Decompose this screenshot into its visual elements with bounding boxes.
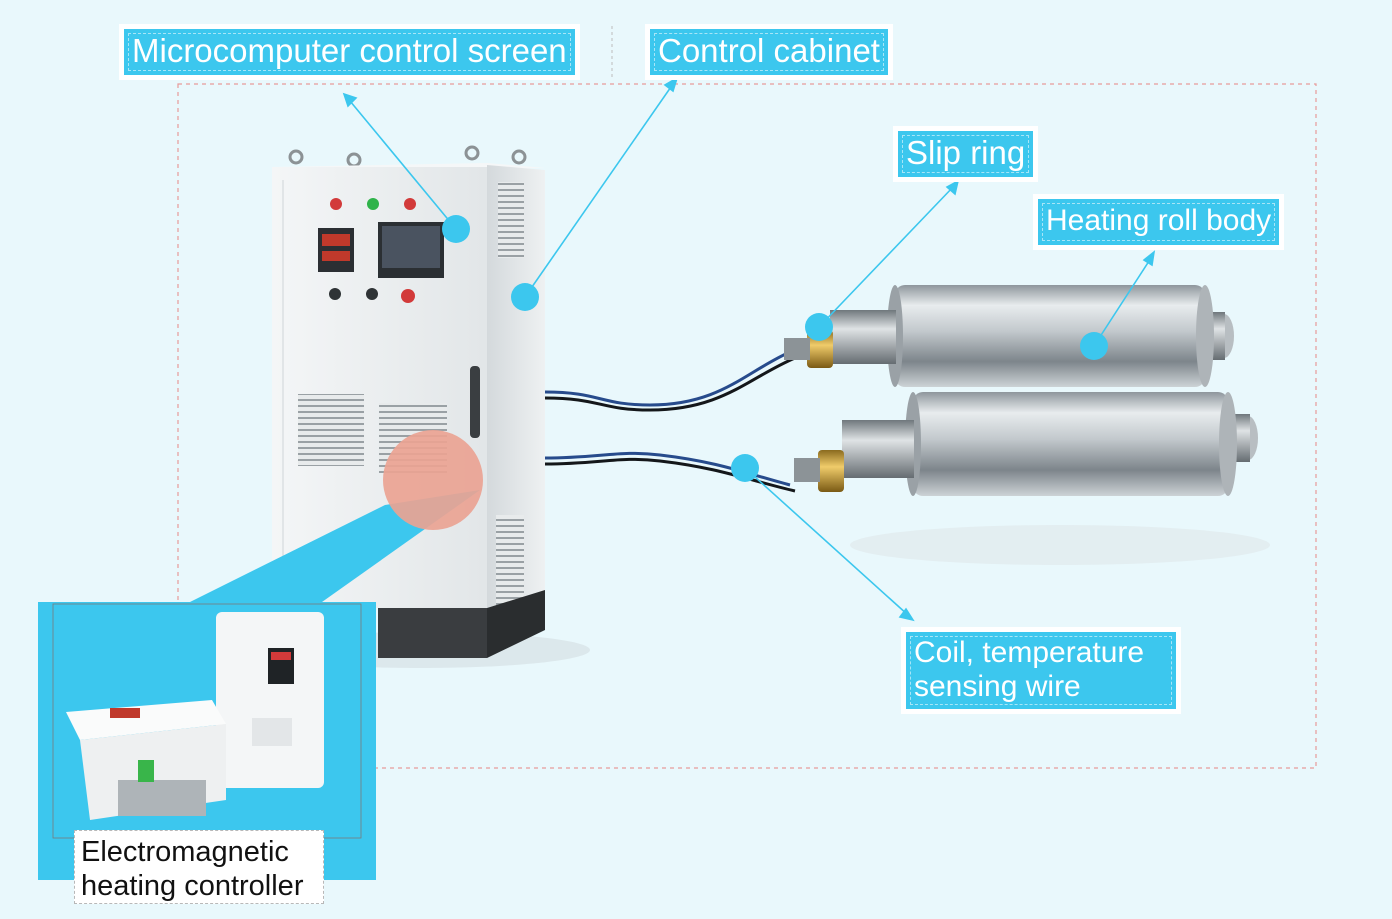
callout-dot-slip-ring: [805, 313, 833, 341]
coil-label-line-1: Coil, temperature: [914, 636, 1145, 669]
controller-label-line-2: heating controller: [81, 870, 304, 903]
heating-roll-top: [784, 285, 1234, 387]
controller-label-line-1: Electromagnetic: [81, 836, 289, 868]
system-boundary: [177, 83, 1317, 769]
label-control-cabinet: Control cabinet: [650, 29, 888, 75]
callout-dot-cabinet: [511, 283, 539, 311]
label-electromagnetic-heating-controller: Electromagnetic heating controller: [74, 830, 324, 904]
callout-dot-screen: [442, 215, 470, 243]
magnifier-circle: [383, 430, 483, 530]
label-coil-temperature-sensing-wire: Coil, temperature sensing wire: [906, 632, 1176, 710]
label-microcomputer-control-screen: Microcomputer control screen: [124, 29, 575, 75]
callout-dots: [442, 215, 1108, 482]
label-heating-roll-body: Heating roll body: [1038, 199, 1280, 246]
heating-roll-bottom: [794, 392, 1270, 565]
label-slip-ring: Slip ring: [898, 131, 1034, 177]
callout-dot-coil: [731, 454, 759, 482]
leader-lines: [342, 76, 1156, 622]
callout-dot-roll-body: [1080, 332, 1108, 360]
coil-label-line-2: sensing wire: [914, 669, 1081, 703]
